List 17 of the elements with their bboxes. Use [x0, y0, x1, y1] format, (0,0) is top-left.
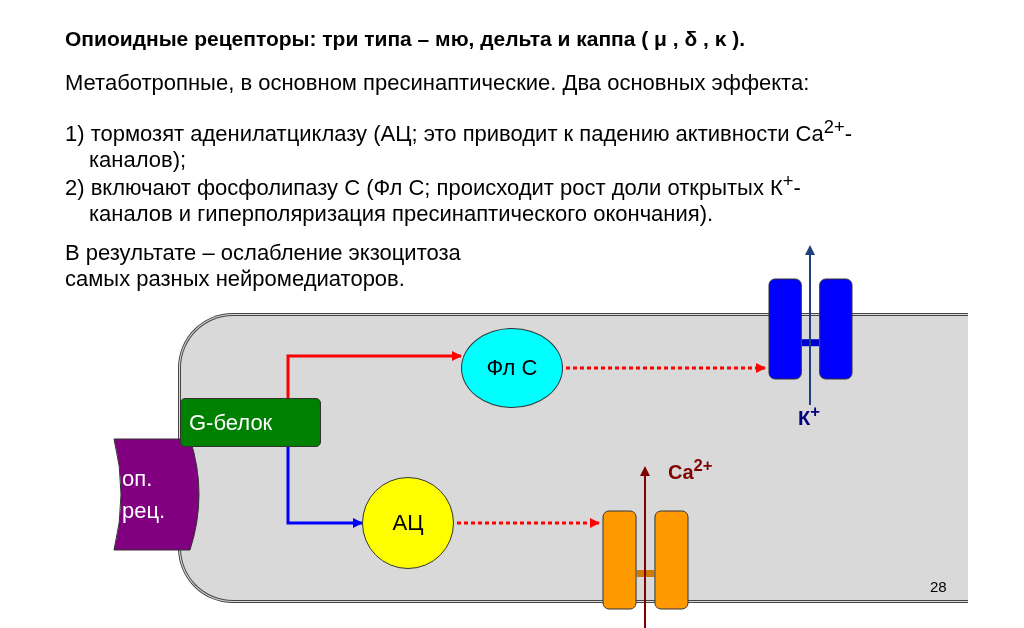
node-label: Фл С	[486, 354, 538, 382]
receptor-label: оп. рец.	[121, 464, 167, 525]
ion-label: Ca$^{2+}$	[668, 456, 713, 484]
page-number: 28	[930, 578, 947, 596]
node-label: АЦ	[392, 509, 424, 537]
arrow	[457, 518, 600, 528]
list-item: 1) тормозят аденилатциклазу (АЦ; это приводит к падению активности Ca$^{2+}$-каналов);	[65, 115, 853, 174]
arrow	[286, 351, 462, 398]
ion-channel	[768, 278, 853, 380]
ion-label: К$^{+}$	[798, 402, 820, 430]
title: Опиоидные рецепторы: три типа – мю, дельта и каппа ( μ , δ , κ ).	[65, 26, 746, 52]
arrow	[566, 363, 766, 373]
node-label: G-белок	[189, 408, 273, 437]
paragraph: В результате – ослабление экзоцитоза самых разных нейромедиаторов.	[65, 240, 462, 292]
paragraph: Метаботропные, в основном пресинаптические. Два основных эффекта:	[65, 70, 810, 96]
nerve-terminal-shape	[178, 313, 968, 603]
arrow	[286, 447, 363, 528]
